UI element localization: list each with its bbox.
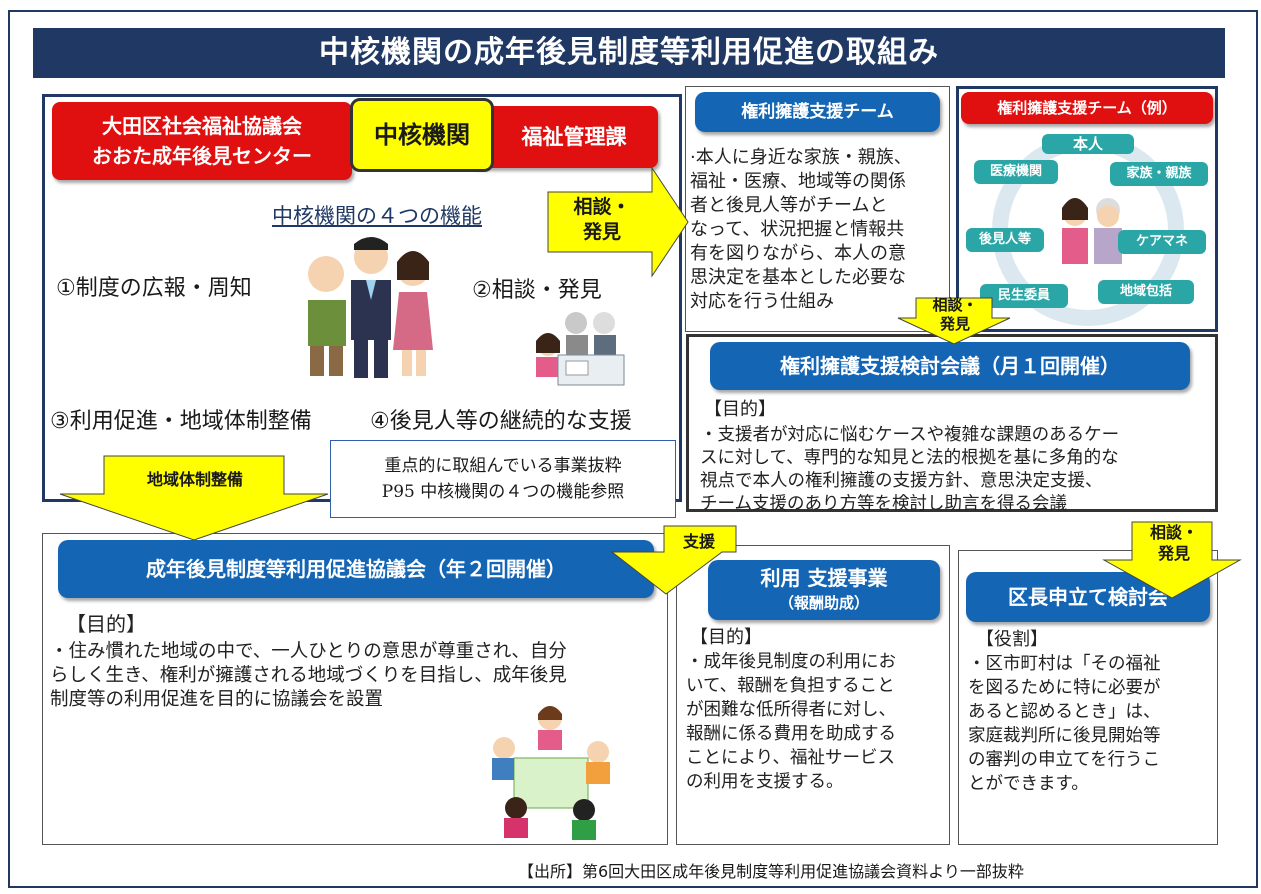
- team-label-community-center: 地域包括: [1098, 280, 1194, 304]
- org-left-line2: おおた成年後見センター: [92, 144, 312, 168]
- arrow-consult-right-label: 相談・ 発見: [556, 195, 648, 245]
- arrow-regional-label: 地域体制整備: [146, 470, 243, 489]
- meeting-line: チーム支援のあり方等を検討し助言を得る会議: [700, 494, 1067, 514]
- ward-line: とができます。: [968, 774, 1089, 794]
- meeting-purpose-label: 【目的】: [704, 399, 776, 420]
- consultation-illustration: [536, 312, 625, 386]
- arrow-consult-right: [547, 166, 689, 278]
- subsidy-subtitle: （報酬助成）: [778, 594, 869, 612]
- subsidy-line: 報酬に係る費用を助成する: [686, 724, 896, 744]
- meeting-line: ・支援者が対応に悩むケースや複雑な課題のあるケー: [700, 425, 1120, 445]
- arrow-text: 相談・: [1149, 523, 1198, 542]
- ward-line: ・区市町村は「その福祉: [968, 654, 1161, 674]
- arrow-text: 相談・: [932, 296, 978, 314]
- function-2: ②相談・発見: [472, 278, 602, 303]
- meeting-title: 権利擁護支援検討会議（月１回開催）: [710, 342, 1190, 390]
- council-title: 成年後見制度等利用促進協議会（年２回開催）: [58, 540, 654, 598]
- team-line: 福祉・医療、地域等の関係: [690, 171, 906, 192]
- org-left-line1: 大田区社会福祉協議会: [102, 114, 302, 138]
- ward-line: の審判の申立てを行うこ: [968, 750, 1161, 770]
- arrow-consult-ward-label: 相談・ 発見: [1132, 522, 1216, 564]
- team-label-family: 家族・親族: [1110, 162, 1208, 186]
- page-title: 中核機関の成年後見制度等利用促進の取組み: [33, 28, 1225, 78]
- team-label-medical: 医療機関: [974, 160, 1058, 184]
- org-welfare-box: 福祉管理課: [470, 106, 658, 168]
- subsidy-description: ・成年後見制度の利用にお いて、報酬を負担すること が困難な低所得者に対し、 報…: [686, 650, 950, 794]
- note-line1: 重点的に取組んでいる事業抜粋: [384, 456, 622, 476]
- outer-frame: [8, 10, 1258, 888]
- function-3: ③利用促進・地域体制整備: [50, 409, 312, 434]
- team-center-label: 本人: [1042, 134, 1134, 154]
- council-line: ・住み慣れた地域の中で、一人ひとりの意思が尊重され、自分: [50, 641, 567, 662]
- subsidy-line: の利用を支援する。: [686, 772, 844, 792]
- arrow-consult-down-ward: [1102, 521, 1242, 599]
- meeting-line: 視点で本人の権利擁護の支援方針、意思決定支援、: [700, 471, 1103, 491]
- team-line: ·本人に身近な家族・親族、: [690, 147, 912, 168]
- team-label-guardian: 後見人等: [966, 228, 1044, 252]
- council-meeting-illustration: [492, 706, 610, 840]
- team-description: ·本人に身近な家族・親族、 福祉・医療、地域等の関係 者と後見人等がチームと な…: [690, 146, 954, 314]
- ward-line: 家庭裁判所に後見開始等: [968, 726, 1161, 746]
- arrow-support-left: [610, 525, 737, 595]
- team-label-caremanager: ケアマネ: [1118, 230, 1206, 254]
- subsidy-purpose-label: 【目的】: [690, 627, 762, 648]
- functions-heading: 中核機関の４つの機能: [272, 204, 482, 228]
- council-line: 制度等の利用促進を目的に協議会を設置: [50, 689, 384, 710]
- function-4: ④後見人等の継続的な支援: [370, 409, 632, 434]
- team-label-welfare-commissioner: 民生委員: [980, 284, 1068, 308]
- team-line: 対応を行う仕組み: [690, 291, 834, 312]
- family-illustration: [308, 237, 433, 378]
- team-line: なって、状況把握と情報共: [690, 219, 905, 240]
- function-1: ①制度の広報・周知: [56, 276, 252, 301]
- council-purpose-label: 【目的】: [66, 612, 146, 636]
- arrow-text: 発見: [582, 221, 621, 243]
- org-shakyo-box: 大田区社会福祉協議会 おおた成年後見センター: [52, 102, 352, 180]
- core-institution-label: 中核機関: [350, 98, 494, 172]
- arrow-regional-down: [59, 455, 329, 541]
- note-box: 重点的に取組んでいる事業抜粋 P95 中核機関の４つの機能参照: [330, 440, 676, 518]
- meeting-description: ・支援者が対応に悩むケースや複雑な課題のあるケー スに対して、専門的な知見と法的…: [700, 424, 1220, 516]
- council-description: ・住み慣れた地域の中で、一人ひとりの意思が尊重され、自分 らしく生き、権利が擁護…: [50, 640, 668, 712]
- note-line2: P95 中核機関の４つの機能参照: [381, 482, 625, 502]
- arrow-consult-meeting-label: 相談・ 発見: [914, 296, 996, 334]
- subsidy-line: いて、報酬を負担すること: [686, 676, 895, 696]
- team-line: 思決定を基本とした必要な: [690, 267, 906, 288]
- ward-line: あると認めるとき」は、: [968, 702, 1161, 722]
- subsidy-line: ・成年後見制度の利用にお: [686, 652, 896, 672]
- subsidy-line: ことにより、福祉サービス: [686, 748, 895, 768]
- arrow-text: 発見: [939, 315, 970, 333]
- team-line: 有を図りながら、本人の意: [690, 243, 906, 264]
- team-title: 権利擁護支援チーム: [695, 92, 940, 132]
- arrow-text: 相談・: [573, 196, 631, 218]
- ward-description: ・区市町村は「その福祉 を図るために特に必要が あると認めるとき」は、 家庭裁判…: [968, 652, 1218, 796]
- team-example-title: 権利擁護支援チーム（例）: [961, 92, 1213, 124]
- arrow-consult-down-meeting: [897, 297, 1011, 345]
- subsidy-line: が困難な低所得者に対し、: [686, 700, 896, 720]
- source-note: 【出所】第6回大田区成年後見制度等利用促進協議会資料より一部抜粋: [518, 862, 1024, 881]
- subsidy-title-box: 利用 支援事業 （報酬助成）: [708, 560, 940, 620]
- arrow-support-label: 支援: [682, 532, 715, 551]
- ward-role-label: 【役割】: [976, 629, 1048, 650]
- council-line: らしく生き、権利が擁護される地域づくりを目指し、成年後見: [50, 665, 567, 686]
- subsidy-title: 利用 支援事業: [760, 566, 888, 590]
- arrow-text: 発見: [1157, 544, 1190, 563]
- ward-line: を図るために特に必要が: [968, 678, 1161, 698]
- team-line: 者と後見人等がチームと: [690, 195, 888, 216]
- meeting-line: スに対して、専門的な知見と法的根拠を基に多角的な: [700, 448, 1119, 468]
